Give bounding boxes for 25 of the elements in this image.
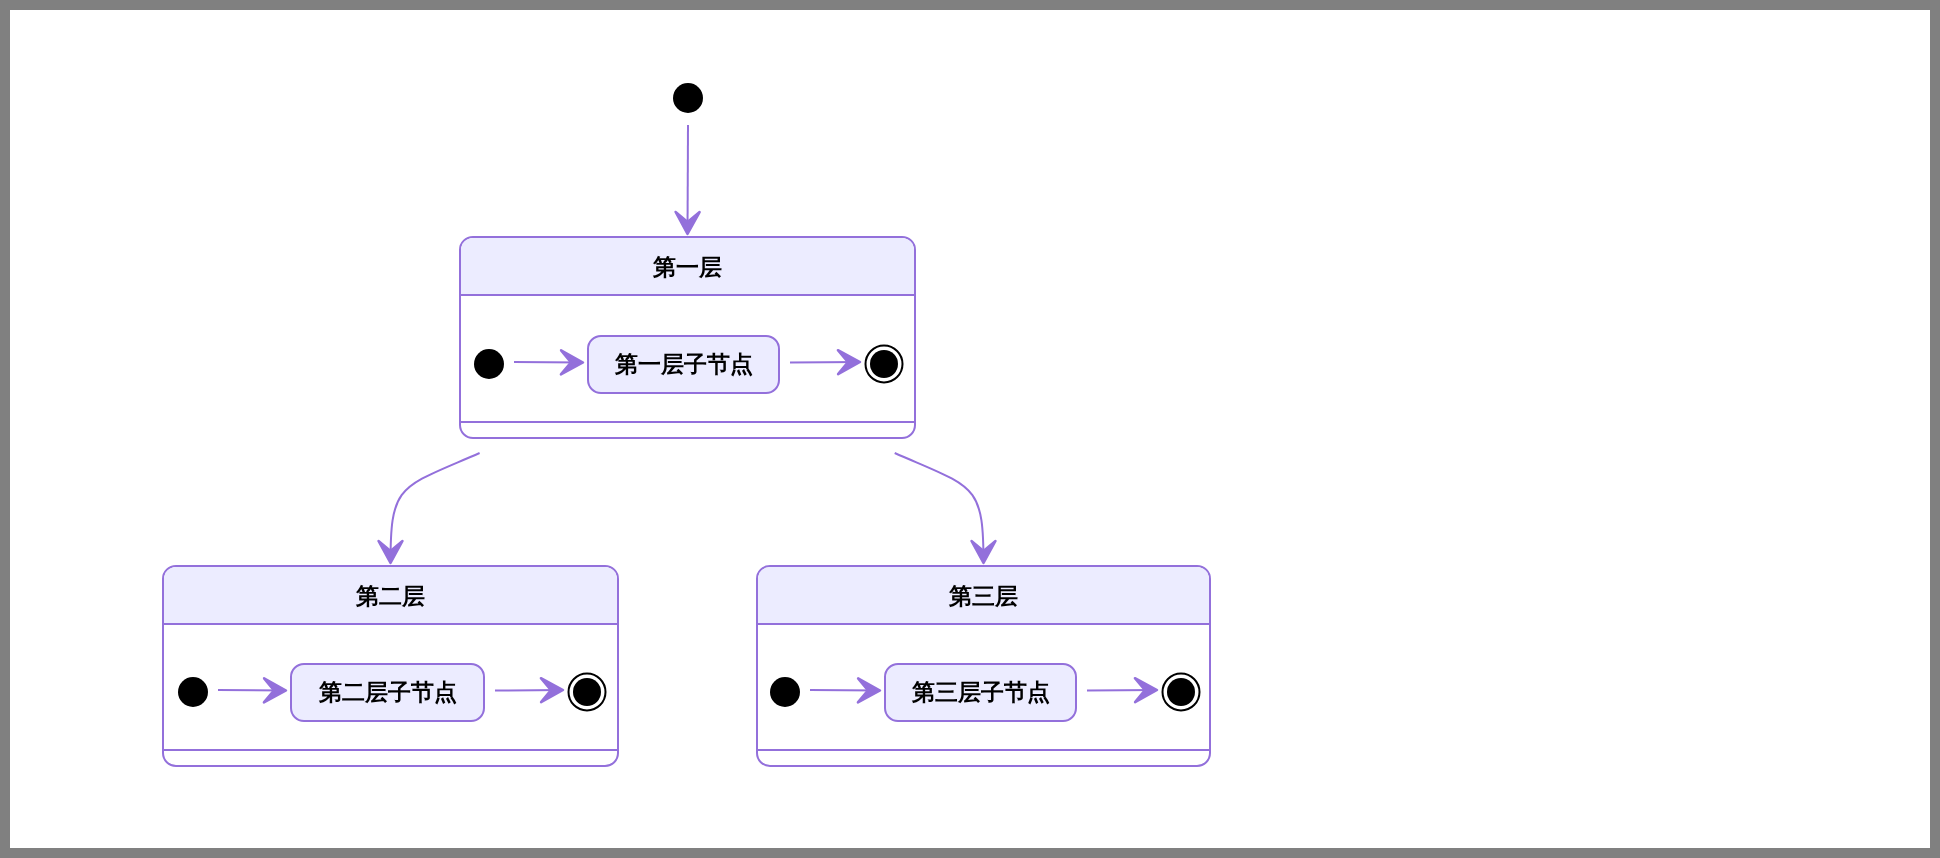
state-title: 第二层	[355, 582, 426, 611]
composite-state-box	[459, 236, 916, 439]
arrow	[217, 677, 288, 704]
state-box: 第一层子节点	[587, 335, 780, 394]
arrow	[1086, 676, 1159, 704]
final-state-marker	[1161, 672, 1201, 712]
initial-state-dot	[178, 677, 208, 707]
state-box: 第二层子节点	[290, 663, 485, 722]
arrow	[377, 452, 481, 565]
arrow	[789, 348, 862, 376]
state-box: 第三层子节点	[884, 663, 1077, 722]
initial-state-dot	[673, 83, 703, 113]
final-state-marker	[567, 672, 607, 712]
arrow	[809, 677, 882, 704]
initial-state-dot	[474, 349, 504, 379]
arrow	[513, 349, 585, 376]
state-title: 第一层	[652, 253, 723, 282]
composite-state-box	[756, 565, 1211, 767]
arrow	[674, 124, 701, 236]
initial-state-dot	[770, 677, 800, 707]
arrow	[893, 452, 997, 565]
state-title: 第三层	[948, 582, 1019, 611]
final-state-marker	[864, 344, 904, 384]
composite-state-box	[162, 565, 619, 767]
arrow	[494, 676, 565, 704]
